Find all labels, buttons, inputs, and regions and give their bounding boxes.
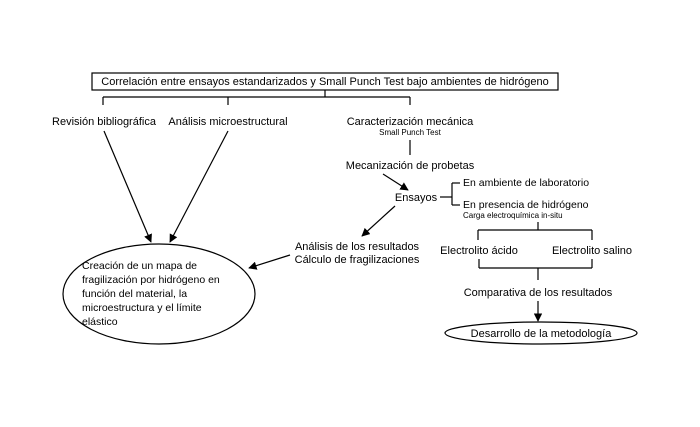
laboratorio-label: En ambiente de laboratorio [463, 177, 589, 189]
diagram-title: Correlación entre ensayos estandarizados… [101, 76, 548, 88]
creacion-mapa-line1: Creación de un mapa de [82, 260, 197, 272]
caracterizacion-sub-label: Small Punch Test [379, 128, 441, 137]
creacion-mapa-line4: microestructura y el límite [82, 302, 202, 314]
hidrogeno-sub-label: Carga electroquímica in-situ [463, 211, 563, 220]
creacion-mapa-line2: fragilización por hidrógeno en [82, 274, 220, 286]
hidrogeno-label: En presencia de hidrógeno [463, 199, 589, 211]
revision-label: Revisión bibliográfica [52, 116, 157, 128]
arrow-ensayos-analisis [361, 205, 396, 237]
metodologia-ellipse [444, 321, 638, 345]
electrolito-acido-label: Electrolito ácido [440, 245, 518, 257]
electrolitos-bracket [477, 222, 593, 240]
analisis-micro-label: Análisis microestructural [168, 116, 287, 128]
creacion-mapa-ellipse [62, 243, 256, 345]
electrolito-salino-label: Electrolito salino [552, 245, 632, 257]
creacion-mapa-line3: función del material, la [82, 288, 187, 300]
arrow-micro-creacion [169, 130, 229, 243]
creacion-mapa-line5: elástico [82, 316, 118, 328]
title-bracket [102, 90, 411, 105]
arrow-analisis-creacion [248, 254, 291, 270]
arrow-mecanizacion-ensayos [382, 173, 409, 191]
analisis-resultados-line2: Cálculo de fragilizaciones [295, 254, 420, 266]
ensayos-label: Ensayos [395, 192, 438, 204]
comparativa-bracket [478, 259, 593, 280]
analisis-resultados-line1: Análisis de los resultados [295, 241, 420, 253]
arrow-revision-creacion [103, 130, 152, 243]
ensayos-bracket [440, 182, 460, 206]
mecanizacion-label: Mecanización de probetas [346, 160, 475, 172]
metodologia-label: Desarrollo de la metodología [471, 328, 613, 340]
caracterizacion-label: Caracterización mecánica [347, 116, 474, 128]
comparativa-label: Comparativa de los resultados [464, 287, 613, 299]
